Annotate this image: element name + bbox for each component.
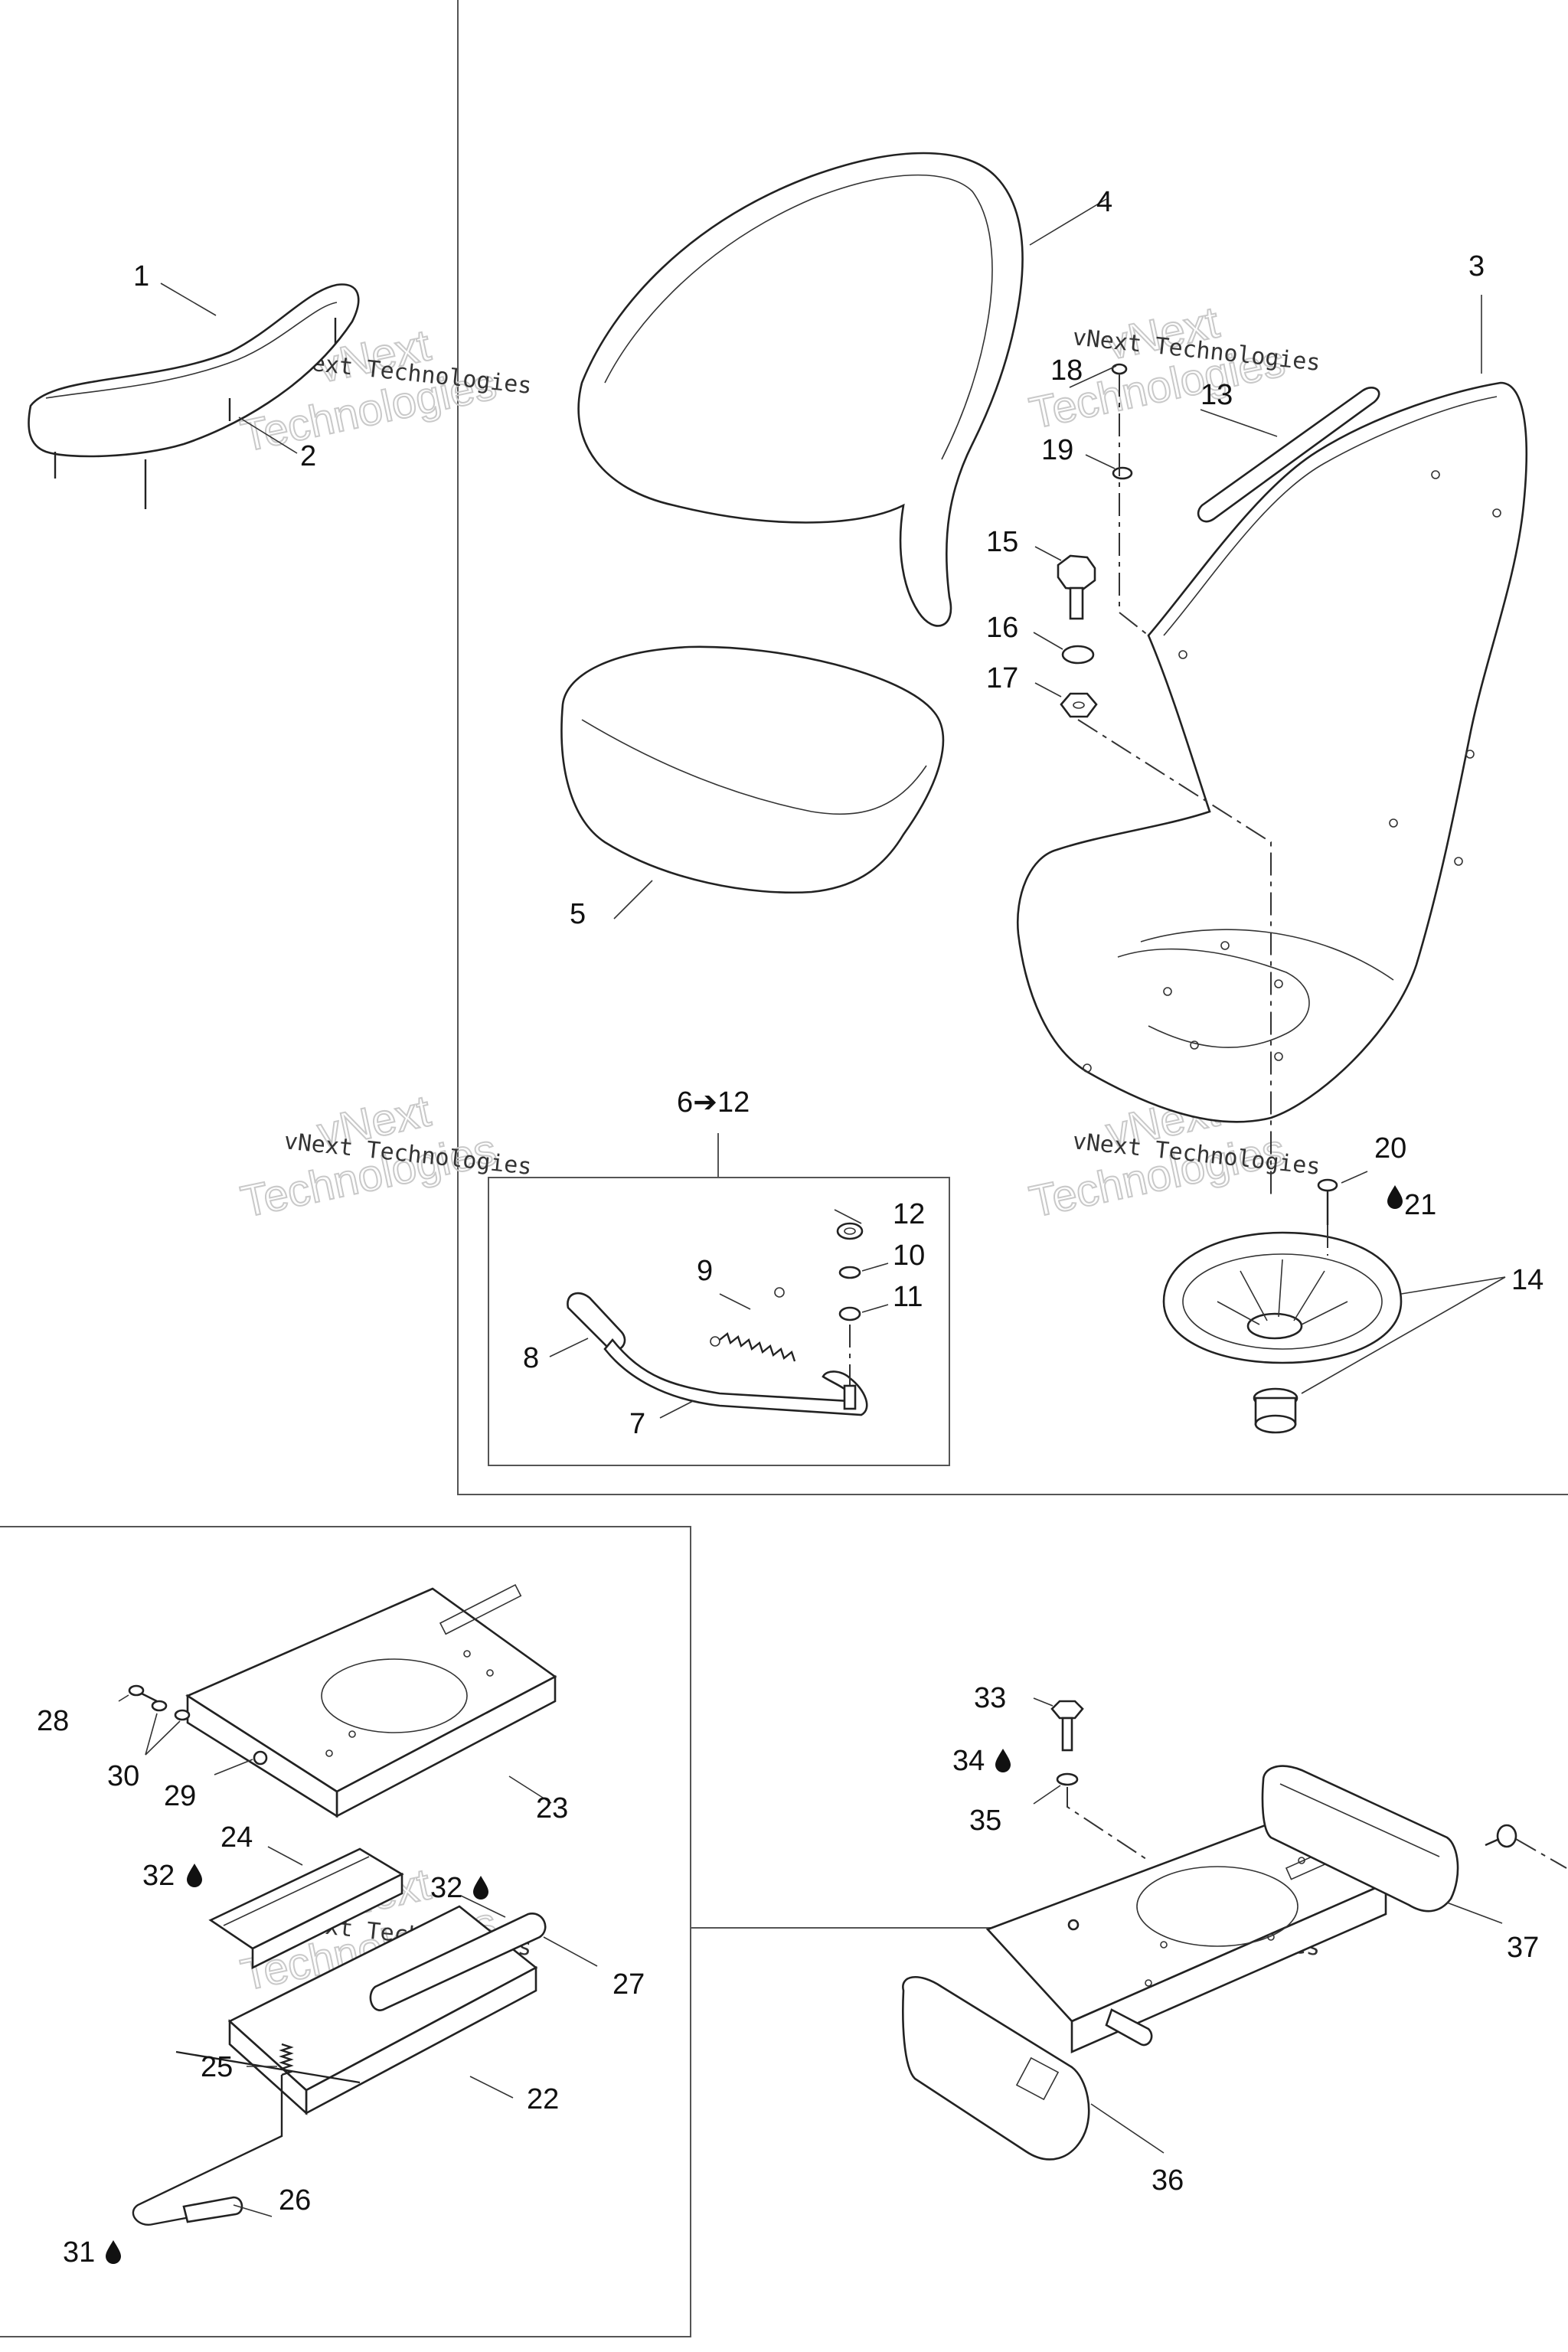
callout-15: 15 — [986, 526, 1018, 558]
pivot-pin — [843, 1384, 857, 1410]
callout-19: 19 — [1041, 434, 1073, 466]
svg-text:21: 21 — [1404, 1189, 1436, 1221]
callout-32-left: 32 — [142, 1860, 202, 1892]
callout-28: 28 — [37, 1705, 69, 1737]
svg-text:32: 32 — [142, 1860, 175, 1892]
callout-10: 10 — [893, 1240, 925, 1272]
part-33-bolt — [1050, 1700, 1084, 1752]
drop-icon — [473, 1876, 488, 1900]
part-18-washer — [1111, 363, 1128, 375]
part-17-nut — [1060, 692, 1098, 718]
part-11-washer — [838, 1306, 861, 1321]
drop-icon — [1387, 1185, 1403, 1209]
part-30-washers — [151, 1700, 191, 1721]
part-16-washer — [1061, 645, 1095, 665]
callout-labels: 1 2 3 4 5 6➔12 7 8 9 10 11 12 13 14 15 1… — [37, 186, 1544, 2269]
callout-1: 1 — [133, 260, 149, 292]
callout-20: 20 — [1374, 1132, 1406, 1165]
part-1-passenger-seat — [28, 283, 360, 509]
callout-11: 11 — [893, 1281, 923, 1313]
slide-assembly-right — [902, 1700, 1567, 2161]
hardware-stack-15-19 — [1057, 363, 1272, 1194]
part-8-grip — [567, 1292, 626, 1351]
callout-6-12: 6➔12 — [677, 1086, 750, 1119]
side-screw — [1485, 1824, 1567, 1869]
part-9-spring — [710, 1287, 796, 1362]
callout-4: 4 — [1096, 186, 1112, 218]
part-5-seat-cushion — [560, 645, 945, 894]
callout-2: 2 — [300, 440, 316, 472]
callout-26: 26 — [279, 2184, 311, 2216]
callout-31: 31 — [63, 2236, 121, 2269]
part-3-seat-shell — [1016, 381, 1527, 1123]
callout-3: 3 — [1468, 250, 1485, 283]
part-7-lever — [603, 1338, 868, 1416]
part-29-rivet — [253, 1750, 268, 1766]
callout-12: 12 — [893, 1198, 925, 1230]
part-28-screw — [128, 1684, 158, 1703]
callout-21: 21 — [1387, 1185, 1436, 1221]
callout-5: 5 — [570, 898, 586, 930]
drop-icon — [187, 1864, 202, 1887]
callout-9: 9 — [697, 1255, 713, 1287]
part-23-upper-plate — [185, 1583, 557, 1818]
part-26-release-rod — [132, 2050, 361, 2226]
callout-29: 29 — [164, 1780, 196, 1812]
callout-13: 13 — [1200, 379, 1233, 411]
svg-text:34: 34 — [952, 1745, 985, 1777]
callout-8: 8 — [523, 1342, 539, 1374]
subassembly-box-6-12 — [488, 1177, 950, 1466]
part-20-screw — [1317, 1178, 1338, 1225]
part-14-swivel-plate — [1162, 1178, 1403, 1434]
callout-14: 14 — [1511, 1264, 1544, 1296]
handle-knob — [1105, 2008, 1153, 2047]
svg-text:32: 32 — [430, 1872, 462, 1904]
part-24-slide-rail — [208, 1847, 404, 1970]
part-10-washer — [838, 1266, 861, 1279]
part-4-backrest — [577, 152, 1024, 627]
callout-36: 36 — [1152, 2164, 1184, 2197]
leader-lines — [118, 198, 1506, 2217]
callout-35: 35 — [969, 1805, 1001, 1837]
callout-30: 30 — [107, 1760, 139, 1792]
callout-25: 25 — [201, 2051, 233, 2083]
callout-33: 33 — [974, 1682, 1006, 1714]
part-13-edge-trim — [1197, 387, 1380, 523]
drop-icon — [106, 2240, 121, 2264]
mounting-holes — [1083, 470, 1501, 1073]
drop-icon — [995, 1749, 1011, 1772]
callout-34: 34 — [952, 1745, 1011, 1777]
subassembly-6-12-lever — [567, 1222, 868, 1416]
svg-text:6➔12: 6➔12 — [677, 1086, 750, 1119]
callout-32-right: 32 — [430, 1872, 488, 1904]
callout-16: 16 — [986, 612, 1018, 644]
callout-7: 7 — [629, 1408, 645, 1440]
part-19-washer — [1112, 466, 1133, 480]
callout-37: 37 — [1507, 1932, 1539, 1964]
swivel-bushing — [1253, 1387, 1298, 1434]
callout-17: 17 — [986, 662, 1018, 694]
callout-23: 23 — [536, 1792, 568, 1824]
callout-27: 27 — [612, 1968, 645, 2001]
callout-18: 18 — [1050, 354, 1083, 387]
callout-22: 22 — [527, 2083, 559, 2115]
part-15-bolt — [1057, 554, 1096, 620]
svg-text:31: 31 — [63, 2236, 95, 2269]
part-12-nut — [836, 1222, 864, 1240]
slide-assembly-left — [128, 1583, 557, 2226]
callout-24: 24 — [220, 1821, 253, 1854]
part-37-side-bracket — [1261, 1765, 1459, 1913]
part-36-side-bracket — [902, 1976, 1090, 2161]
part-35-washer — [1056, 1772, 1079, 1786]
part-27-tube — [369, 1913, 547, 2011]
